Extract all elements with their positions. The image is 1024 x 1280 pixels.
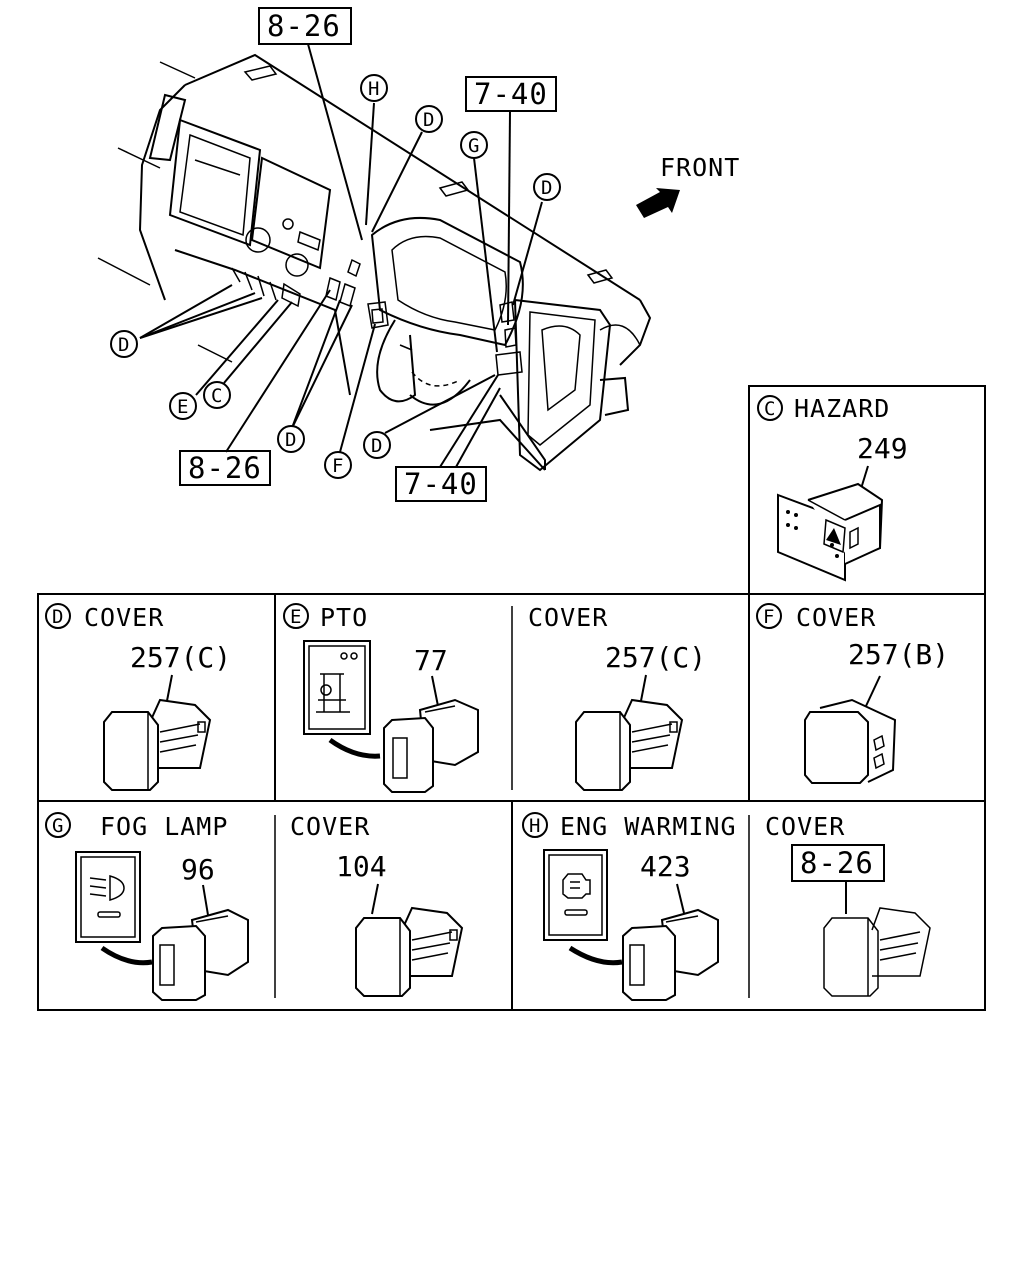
svg-text:HAZARD: HAZARD	[794, 394, 890, 423]
svg-text:D: D	[423, 109, 434, 131]
svg-text:D: D	[285, 429, 296, 451]
panel-f-cover: F COVER 257(B)	[756, 603, 949, 784]
front-arrow-icon	[636, 188, 680, 218]
svg-text:257(B): 257(B)	[848, 638, 949, 671]
cover-switch-icon-3	[355, 906, 464, 997]
svg-text:423: 423	[640, 850, 691, 883]
leader-lines	[139, 43, 543, 468]
svg-text:104: 104	[336, 850, 387, 883]
callout-d-1: D	[415, 105, 443, 133]
svg-text:FOG LAMP: FOG LAMP	[100, 812, 228, 841]
dashboard-illustration	[97, 53, 680, 472]
svg-text:COVER: COVER	[290, 812, 370, 841]
engine-warming-switch-icon	[543, 849, 719, 1001]
ref-box-8-26-panel	[791, 844, 885, 882]
callout-e: E	[169, 392, 197, 420]
svg-text:ENG WARMING: ENG WARMING	[560, 812, 737, 841]
ref-box-7-40-top: 7-40	[465, 76, 557, 112]
panel-d-cover: D COVER 257(C)	[45, 603, 231, 791]
cover-switch-icon-2	[575, 698, 684, 791]
svg-text:COVER: COVER	[796, 603, 876, 632]
svg-text:96: 96	[181, 853, 215, 886]
callout-d-5: D	[363, 431, 391, 459]
svg-text:D: D	[118, 334, 129, 356]
svg-text:COVER: COVER	[84, 603, 164, 632]
svg-text:C: C	[764, 398, 775, 420]
svg-text:E: E	[290, 606, 301, 628]
panel-grid-lines	[37, 385, 986, 1011]
svg-text:COVER: COVER	[765, 812, 845, 841]
svg-text:249: 249	[857, 432, 908, 465]
panel-e-pto: E PTO 77	[283, 603, 479, 793]
callout-d-3: D	[110, 330, 138, 358]
cover-switch-icon-4	[823, 907, 931, 997]
panel-h-cover: COVER 8-26	[765, 812, 931, 997]
blank-cover-icon	[804, 698, 897, 784]
svg-text:8-26: 8-26	[267, 9, 341, 43]
callout-g: G	[460, 131, 488, 159]
callout-c: C	[203, 381, 231, 409]
pto-switch-icon	[303, 640, 479, 793]
svg-text:H: H	[529, 815, 540, 837]
svg-text:H: H	[368, 78, 379, 100]
svg-text:257(C): 257(C)	[605, 641, 706, 674]
callout-d-4: D	[277, 425, 305, 453]
fog-lamp-switch-icon	[75, 851, 249, 1001]
ref-box-8-26-bottom: 8-26	[179, 450, 271, 486]
panel-c-hazard: C HAZARD 249	[757, 394, 908, 582]
svg-text:8-26: 8-26	[800, 846, 874, 880]
svg-text:E: E	[177, 396, 188, 418]
panel-h-eng-warming: H ENG WARMING 423	[522, 812, 737, 1001]
hazard-switch-icon	[777, 482, 884, 582]
svg-text:F: F	[332, 455, 343, 477]
ref-box-8-26-top: 8-26	[258, 7, 352, 45]
cover-switch-icon	[103, 698, 212, 791]
callout-d-2: D	[533, 173, 561, 201]
svg-text:8-26: 8-26	[188, 451, 262, 485]
svg-text:F: F	[763, 606, 774, 628]
callout-f: F	[324, 451, 352, 479]
svg-text:PTO: PTO	[320, 603, 368, 632]
svg-text:D: D	[371, 435, 382, 457]
ref-box-7-40-bottom: 7-40	[395, 466, 487, 502]
svg-text:G: G	[468, 135, 479, 157]
svg-text:257(C): 257(C)	[130, 641, 231, 674]
front-label: FRONT	[660, 153, 740, 182]
svg-text:7-40: 7-40	[404, 467, 478, 501]
panel-g-cover: COVER 104	[290, 812, 464, 997]
svg-text:COVER: COVER	[528, 603, 608, 632]
svg-text:7-40: 7-40	[474, 77, 548, 111]
svg-text:C: C	[211, 385, 222, 407]
panel-g-fog-lamp: G FOG LAMP 96	[45, 812, 249, 1001]
panel-e-cover: COVER 257(C)	[528, 603, 706, 791]
svg-text:D: D	[541, 177, 552, 199]
callout-h: H	[360, 74, 388, 102]
svg-text:77: 77	[414, 644, 448, 677]
svg-text:D: D	[52, 606, 63, 628]
svg-text:G: G	[52, 815, 63, 837]
